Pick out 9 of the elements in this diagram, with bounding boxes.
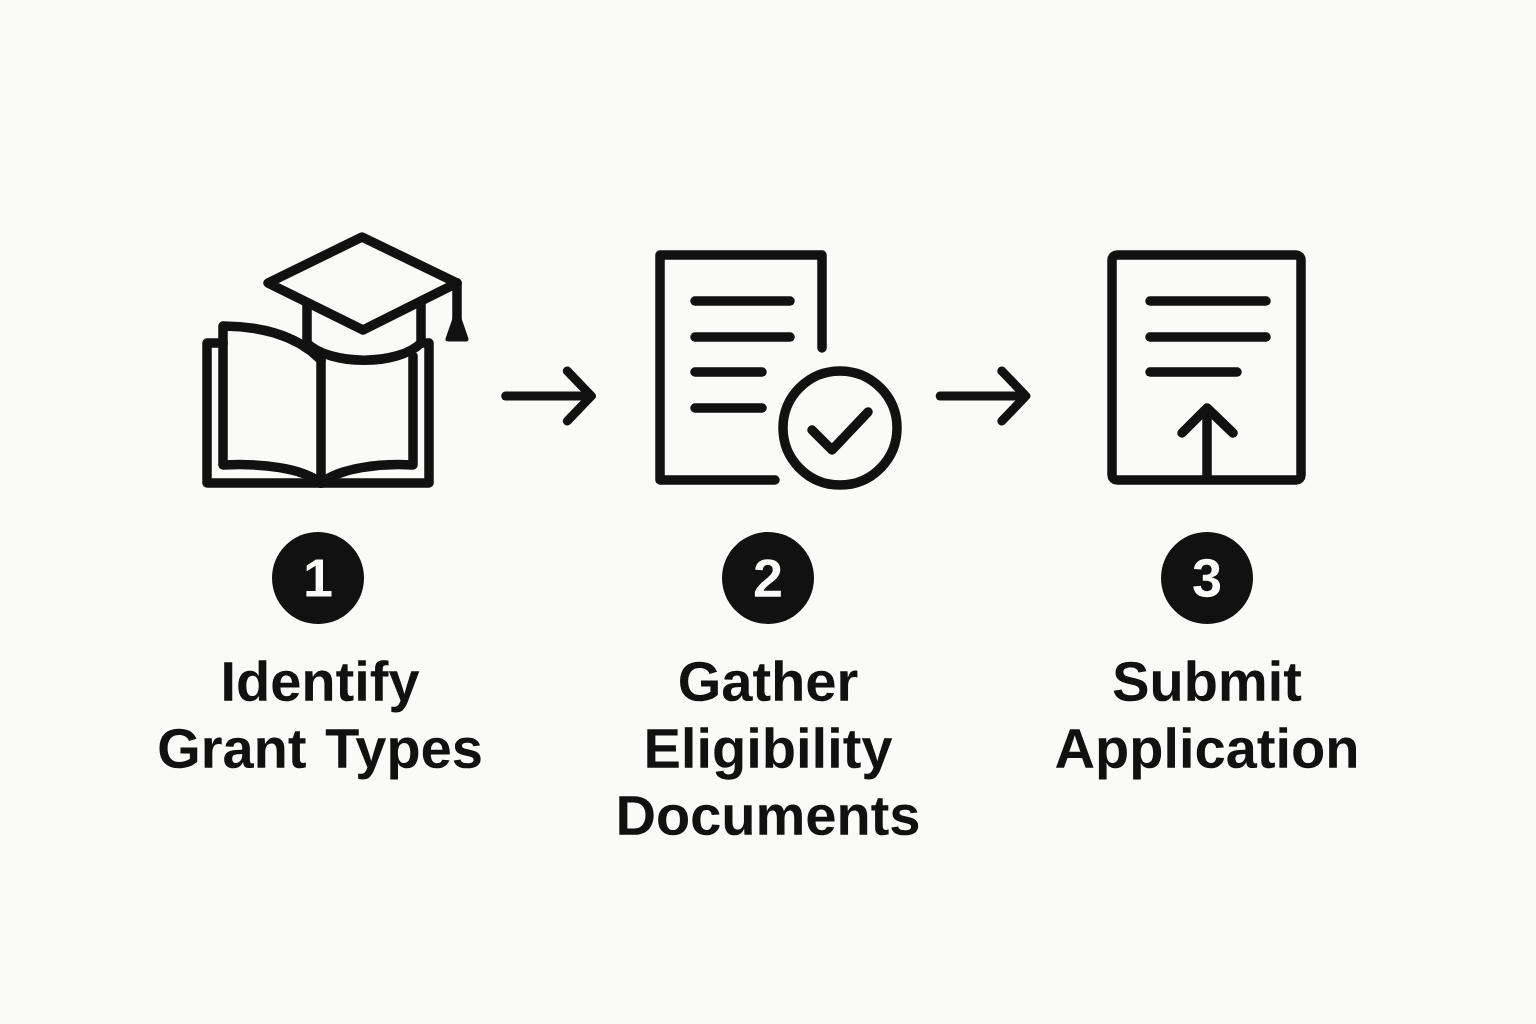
book-and-cap-icon bbox=[202, 232, 469, 488]
document-upload-icon bbox=[1107, 250, 1306, 485]
number-badge: 3 bbox=[1161, 532, 1253, 624]
document-check-icon bbox=[655, 250, 902, 490]
number-badge: 2 bbox=[722, 532, 814, 624]
step-title: Identify Grant Types bbox=[159, 660, 481, 780]
step-title: Submit Application bbox=[1055, 660, 1356, 780]
number-badge: 1 bbox=[272, 532, 364, 624]
step-title: Gather Eligibility Documents bbox=[619, 660, 919, 836]
